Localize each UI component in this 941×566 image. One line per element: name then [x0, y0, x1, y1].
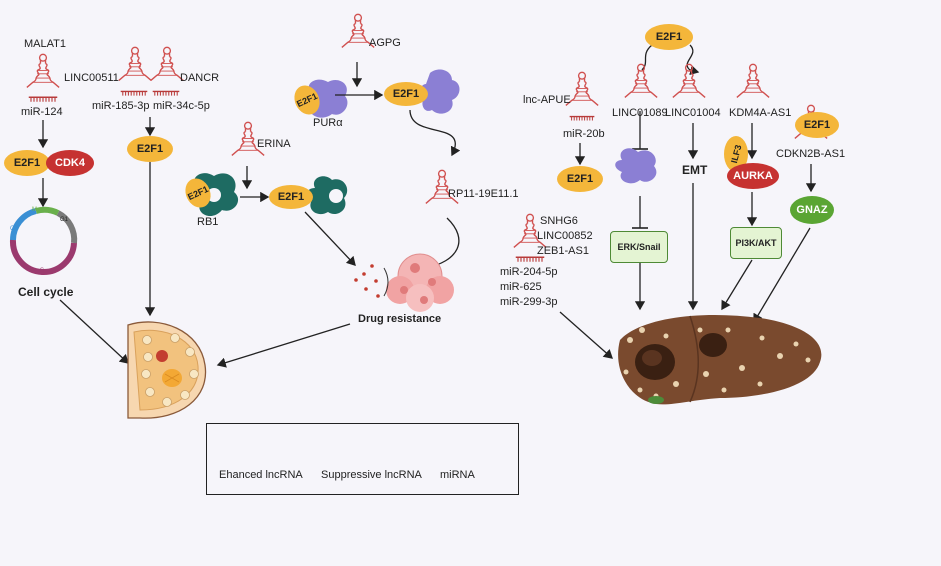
legend-box	[206, 423, 519, 495]
lnc-apue-label: lnc-APUE	[523, 94, 571, 106]
cycle-g1-label: G1	[60, 217, 69, 223]
erina-label: ERINA	[257, 138, 291, 150]
mir185-mirna-icon	[120, 90, 148, 97]
mir204-mirna-icon	[515, 256, 545, 263]
cell-cycle-ring-icon	[9, 206, 78, 276]
mir204-label: miR-204-5p	[500, 266, 558, 278]
linc00511-label: LINC00511	[64, 72, 119, 84]
agpg-label: AGPG	[369, 37, 401, 49]
cycle-s-label: S	[40, 268, 45, 274]
cell-cycle-label: Cell cycle	[18, 285, 74, 299]
gnaz-node: GNAZ	[790, 196, 834, 224]
e2f1-node-b: E2F1	[127, 136, 173, 162]
e2f1-node-top: E2F1	[645, 24, 693, 50]
linc00511-lncrna-icon	[118, 46, 152, 82]
mir124-mirna-icon	[28, 96, 58, 103]
dancr-lncrna-icon	[150, 46, 184, 82]
linc01089-target-protein-icon	[615, 148, 657, 184]
ilf3-text: ILF3	[728, 143, 744, 165]
e2f1-node-d: E2F1	[384, 82, 428, 106]
mir34c-label: miR-34c-5p	[153, 100, 210, 112]
linc01004-label: LINC01004	[665, 107, 721, 119]
e2f1-node-h: E2F1	[795, 112, 839, 138]
breast-tissue-icon	[127, 321, 207, 419]
linc00852-label: LINC00852	[537, 230, 593, 242]
dancr-label: DANCR	[180, 72, 220, 84]
drug-resistance-label: Drug resistance	[358, 313, 442, 325]
legend-suppressive-label: Suppressive lncRNA	[321, 469, 422, 481]
kdm4a-as1-label: KDM4A-AS1	[729, 107, 792, 119]
legend-mirna-label: miRNA	[440, 469, 475, 481]
mir299-label: miR-299-3p	[500, 296, 558, 308]
cycle-g2-label: G2	[10, 226, 19, 232]
snhg6-label: SNHG6	[540, 215, 578, 227]
e2f1-node-f: E2F1	[269, 185, 313, 209]
mir625-label: miR-625	[500, 281, 542, 293]
drug-resistance-cells-icon	[354, 253, 454, 312]
liver-tissue-icon	[618, 314, 822, 405]
e2f1-node-a: E2F1	[4, 150, 50, 176]
lnc-apue-lncrna-icon	[565, 71, 599, 107]
emt-label: EMT	[682, 163, 708, 177]
malat1-lncrna-icon	[26, 53, 60, 89]
pi3k-akt-box: PI3K/AKT	[730, 227, 782, 259]
cycle-m-label: M	[32, 207, 37, 213]
linc01089-lncrna-icon	[624, 63, 658, 99]
legend-enhanced-label: Ehanced lncRNA	[219, 469, 303, 481]
pura-label: PURα	[313, 117, 343, 129]
rp11-label: RP11-19E11.1	[448, 188, 519, 200]
pura-free-protein-icon	[420, 69, 460, 114]
mir124-label: miR-124	[21, 106, 63, 118]
mir185-label: miR-185-3p	[92, 100, 150, 112]
aurka-node: AURKA	[727, 163, 779, 189]
rb1-free-protein-icon	[306, 176, 348, 215]
malat1-label: MALAT1	[24, 38, 66, 50]
mir20b-mirna-icon	[569, 115, 595, 122]
erk-snail-box: ERK/Snail	[610, 231, 668, 263]
cdkn2b-as1-label: CDKN2B-AS1	[776, 148, 846, 160]
kdm4a-as1-lncrna-icon	[736, 63, 770, 99]
e2f1-node-g: E2F1	[557, 166, 603, 192]
mir20b-label: miR-20b	[563, 128, 605, 140]
rb1-label: RB1	[197, 216, 219, 228]
zeb1-as1-label: ZEB1-AS1	[537, 245, 589, 257]
mir34c-mirna-icon	[152, 90, 180, 97]
cdk4-node: CDK4	[46, 150, 94, 176]
linc01089-label: LINC01089	[612, 107, 668, 119]
